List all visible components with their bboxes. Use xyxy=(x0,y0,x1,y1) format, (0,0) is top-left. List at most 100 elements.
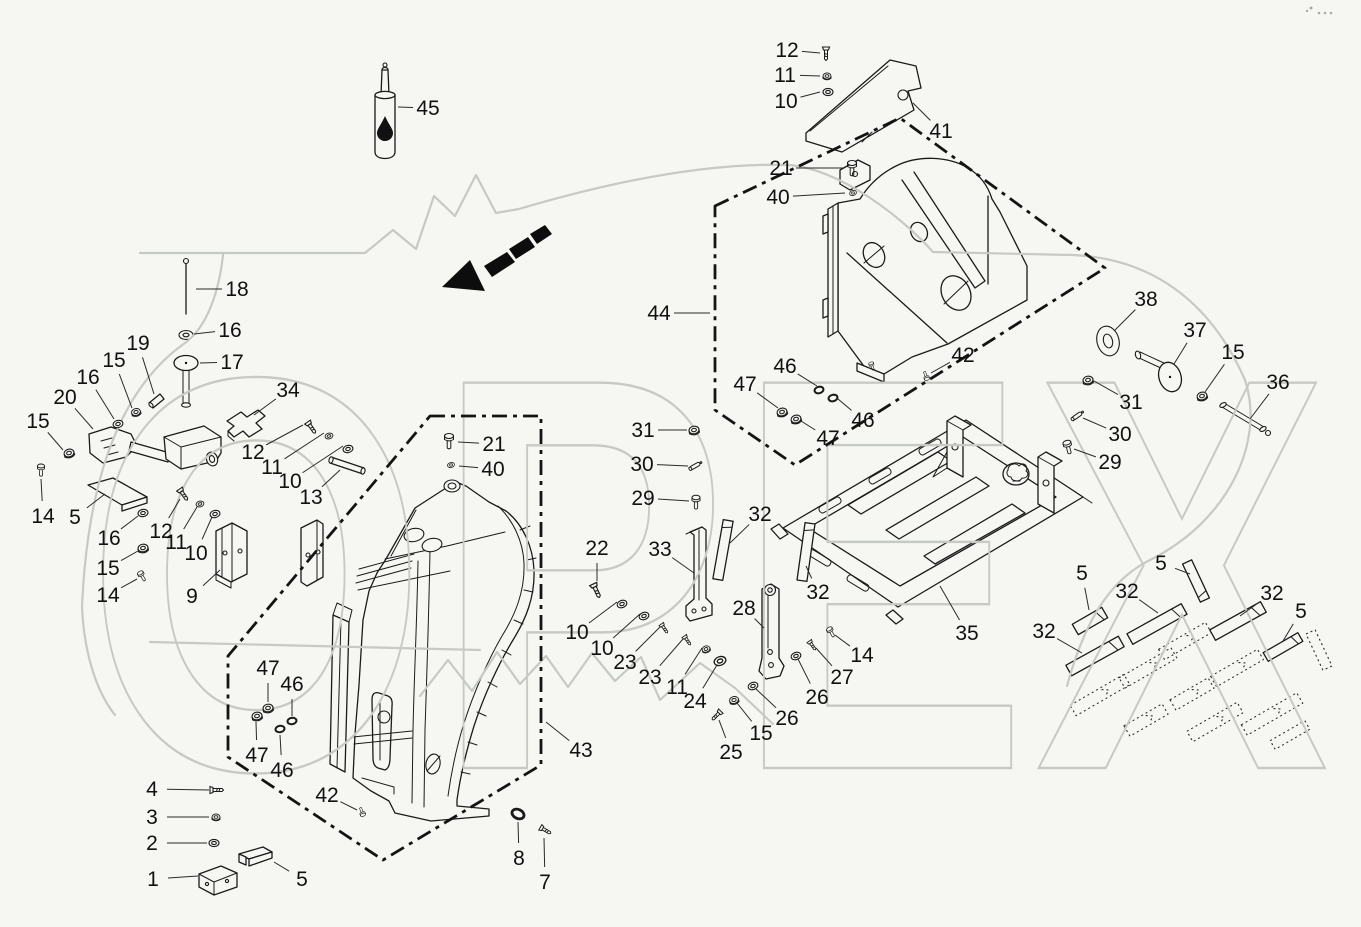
callout-leader xyxy=(797,658,811,684)
callout-leader xyxy=(939,585,960,621)
part-number-label: 2 xyxy=(146,832,158,855)
ellipse-shape xyxy=(148,402,154,408)
callout-leader xyxy=(545,721,570,742)
path-shape xyxy=(863,245,885,264)
circle-shape xyxy=(1264,429,1272,437)
part-number-label: 30 xyxy=(630,453,653,476)
part-number-label: 15 xyxy=(102,349,125,372)
callout-leader xyxy=(397,106,414,108)
g-shape xyxy=(808,438,942,592)
part-number-label: 32 xyxy=(748,503,771,526)
part-number-label: 14 xyxy=(31,505,55,528)
grease-cartridge-drawing xyxy=(374,62,396,160)
part-number-label: 1 xyxy=(147,868,159,891)
line-shape xyxy=(1171,608,1182,619)
callout-leader xyxy=(799,74,821,77)
part-number-label: 10 xyxy=(590,637,613,660)
part-number-label: 16 xyxy=(218,319,241,342)
part-number-label: 16 xyxy=(76,366,99,389)
path-shape xyxy=(770,523,904,625)
path-shape xyxy=(805,59,922,153)
polygon-shape xyxy=(713,116,1107,467)
part-number-label: 12 xyxy=(149,520,172,543)
part-number-label: 32 xyxy=(1032,620,1055,643)
circle-shape xyxy=(1329,11,1333,15)
callout-leader xyxy=(1239,601,1261,617)
circle-shape xyxy=(377,710,391,724)
g-shape xyxy=(1181,559,1211,603)
part-number-label: 28 xyxy=(732,597,755,620)
part-number-label: 26 xyxy=(805,686,828,709)
part-number-label: 10 xyxy=(184,542,207,565)
part-number-label: 5 xyxy=(1155,552,1167,575)
part-number-label: 14 xyxy=(850,644,874,667)
path-shape xyxy=(758,583,785,680)
part-number-label: 17 xyxy=(220,351,243,374)
callout-leader xyxy=(1073,448,1097,458)
frame-35-drawing xyxy=(770,415,1093,625)
path-shape xyxy=(384,509,506,560)
hopper-bracket-drawing xyxy=(822,157,1028,383)
part-number-label: 14 xyxy=(96,584,120,607)
path-shape xyxy=(138,163,1252,688)
ellipse-shape xyxy=(421,537,443,553)
callout-leader xyxy=(801,50,821,54)
path-shape xyxy=(355,553,451,591)
path-shape xyxy=(1006,463,1029,482)
callout-leader xyxy=(815,647,833,667)
part-number-label: 15 xyxy=(749,722,772,745)
part-number-label: 10 xyxy=(565,621,588,644)
circle-shape xyxy=(701,606,707,612)
bracket-33-drawing xyxy=(685,526,713,622)
callout-leader xyxy=(120,515,139,530)
callout-leader xyxy=(1093,380,1119,396)
part-number-label: 21 xyxy=(769,157,792,180)
line-shape xyxy=(803,529,815,532)
callout-leader xyxy=(321,469,341,488)
callout-leader xyxy=(834,634,851,647)
part-number-label: 38 xyxy=(1134,288,1157,311)
part-number-label: 5 xyxy=(1076,562,1088,585)
part-number-label: 10 xyxy=(774,90,797,113)
path-shape xyxy=(332,602,353,769)
strip-plate-32-center-drawing xyxy=(712,518,816,583)
part-number-label: 15 xyxy=(1221,341,1244,364)
shim-plate-5-left-drawing xyxy=(87,477,148,512)
part-number-label: 11 xyxy=(774,64,796,87)
callout-leader xyxy=(255,721,258,741)
callout-leader xyxy=(543,837,546,868)
polygon-shape xyxy=(226,414,543,862)
part-number-label: 43 xyxy=(569,739,592,762)
part-number-label: 47 xyxy=(245,744,268,767)
rect-shape xyxy=(712,518,734,582)
path-shape xyxy=(923,503,1026,565)
part-number-label: 11 xyxy=(165,531,187,554)
part-number-label: 5 xyxy=(69,506,81,529)
part-number-label: 29 xyxy=(1098,451,1121,474)
rect-shape xyxy=(1181,559,1211,603)
callout-leader xyxy=(517,821,520,844)
callout-leader xyxy=(340,801,358,811)
part-number-label: 23 xyxy=(613,651,636,674)
part-number-label: 31 xyxy=(1119,391,1142,414)
callout-leader xyxy=(684,647,703,675)
part-number-label: 5 xyxy=(296,868,308,891)
part-number-label: 46 xyxy=(851,409,874,432)
callout-leader xyxy=(302,445,344,474)
line-shape xyxy=(1290,636,1299,645)
callout-leader xyxy=(612,613,641,639)
callout-leader xyxy=(273,861,290,872)
part-number-label: 30 xyxy=(1108,423,1131,446)
circle-shape xyxy=(767,649,773,655)
callout-leader xyxy=(659,638,684,667)
part-number-label: 11 xyxy=(666,676,688,699)
callout-leader xyxy=(635,626,661,652)
part-number-label: 5 xyxy=(1295,600,1307,623)
use-shape xyxy=(822,87,834,97)
callout-leader xyxy=(167,875,199,879)
callout-leader xyxy=(756,392,779,409)
part-number-label: 41 xyxy=(929,120,952,143)
callout-leader xyxy=(912,102,931,121)
pin-19-drawing xyxy=(148,393,165,409)
